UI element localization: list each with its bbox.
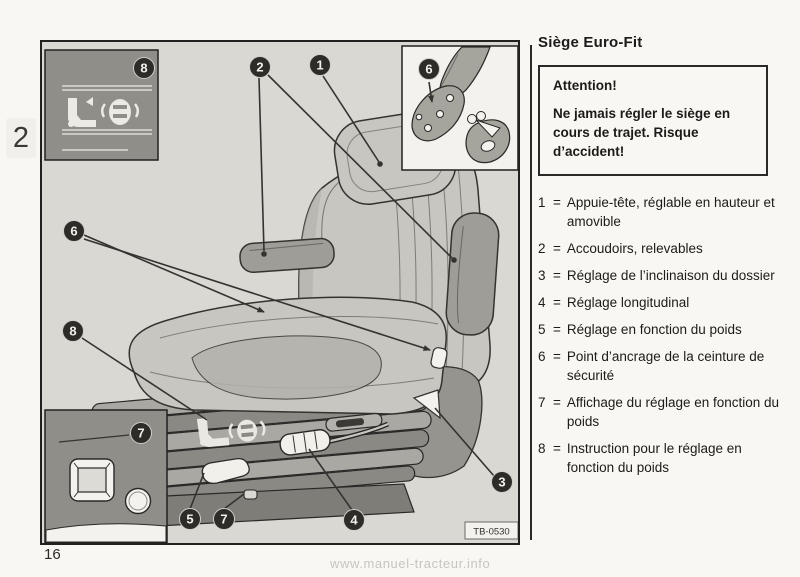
callout-badge-6: 6 [63,220,85,242]
watermark-text: www.manuel-tracteur.info [330,556,491,571]
callout-badge-2: 2 [249,56,271,78]
legend-item-1: 1 = Appuie-tête, réglable en hauteur et … [538,193,792,231]
weight-instruction-sticker [196,418,266,448]
warning-box: Attention! Ne jamais régler le siège en … [538,65,768,177]
legend-num: 4 [538,295,546,311]
svg-text:3: 3 [498,475,505,490]
warning-heading: Attention! [553,78,617,93]
warning-body: Ne jamais régler le siège en cours de tr… [553,106,731,160]
page-number: 16 [44,546,61,563]
legend-equals: = [553,322,561,338]
legend-text: Instruction pour le réglage en fonction … [566,441,742,476]
belt-anchor-slot [430,347,448,369]
backrest-incline-indicator [412,389,441,420]
legend-text: Accoudoirs, relevables [566,241,703,257]
chapter-number: 2 [6,118,36,158]
seat-side-pictogram [68,97,96,127]
seat-top-pictogram [101,99,139,125]
callout-badge-1: 1 [309,54,331,76]
legend-text: Point d’ancrage de la ceinture de sécuri… [566,349,765,384]
seat-illustration: 8 2 1 6 6 8 7 5 [42,42,518,543]
legend-item-3: 3 = Réglage de l’inclinaison du dossier [538,266,792,285]
svg-text:5: 5 [186,512,193,527]
legend-equals: = [553,395,561,411]
legend-num: 6 [538,349,546,365]
svg-text:6: 6 [70,224,77,239]
svg-text:8: 8 [69,324,76,339]
seat-armrest-left [239,237,335,274]
callout-badge-8-panel: 8 [133,57,155,79]
legend-text: Réglage de l’inclinaison du dossier [566,268,775,284]
callout-badge-3: 3 [491,471,513,493]
longitudinal-lever [279,412,389,456]
svg-text:8: 8 [140,61,147,76]
legend-list: 1 = Appuie-tête, réglable en hauteur et … [538,193,792,477]
legend-text: Appuie-tête, réglable en hauteur et amov… [566,195,775,230]
legend-equals: = [553,295,561,311]
callout-badge-8: 8 [62,320,84,342]
legend-num: 2 [538,241,546,257]
legend-num: 7 [538,395,546,411]
seat-illustration-frame: 8 2 1 6 6 8 7 5 [40,40,520,545]
weight-display-window [69,458,115,502]
callout-arrow-6-inset [428,81,435,103]
legend-item-4: 4 = Réglage longitudinal [538,293,792,312]
figure-code-label: TB-0530 [464,521,518,540]
legend-equals: = [553,441,561,457]
svg-text:6: 6 [425,62,432,77]
svg-text:TB-0530: TB-0530 [473,527,509,538]
column-divider [530,45,532,540]
svg-text:7: 7 [220,512,227,527]
seat-armrest-right [445,212,500,336]
legend-text: Affichage du réglage en fonction du poid… [566,395,780,430]
legend-equals: = [553,241,561,257]
callout-badge-5: 5 [179,508,201,530]
svg-text:4: 4 [350,513,358,528]
adjust-knob [124,487,152,515]
weight-adjust-lever [201,457,250,484]
legend-item-2: 2 = Accoudoirs, relevables [538,239,792,258]
callout-badge-4: 4 [343,509,365,531]
legend-equals: = [553,268,561,284]
svg-text:1: 1 [316,58,323,73]
legend-equals: = [553,195,561,211]
small-knob [243,489,258,500]
legend-num: 3 [538,268,546,284]
legend-item-7: 7 = Affichage du réglage en fonction du … [538,393,792,431]
belt-buckle-glyph [467,111,501,138]
legend-num: 1 [538,195,546,211]
svg-text:2: 2 [256,60,263,75]
svg-text:7: 7 [137,426,144,441]
legend-item-5: 5 = Réglage en fonction du poids [538,320,792,339]
legend-item-6: 6 = Point d’ancrage de la ceinture de sé… [538,347,792,385]
legend-text: Réglage en fonction du poids [566,322,742,338]
sidebar: Siège Euro-Fit Attention! Ne jamais régl… [538,34,792,485]
callout-lines [81,74,495,511]
callout-badge-7-panel: 7 [130,422,152,444]
chapter-number-text: 2 [12,121,30,154]
callout-badge-6-inset: 6 [418,58,440,80]
legend-num: 8 [538,441,546,457]
belt-anchor-inset-6 [401,45,518,171]
legend-text: Réglage longitudinal [566,295,690,311]
legend-item-8: 8 = Instruction pour le réglage en fonct… [538,439,792,477]
legend-equals: = [553,349,561,365]
callout-badge-7: 7 [213,508,235,530]
page-title: Siège Euro-Fit [538,34,643,51]
legend-num: 5 [538,322,546,338]
